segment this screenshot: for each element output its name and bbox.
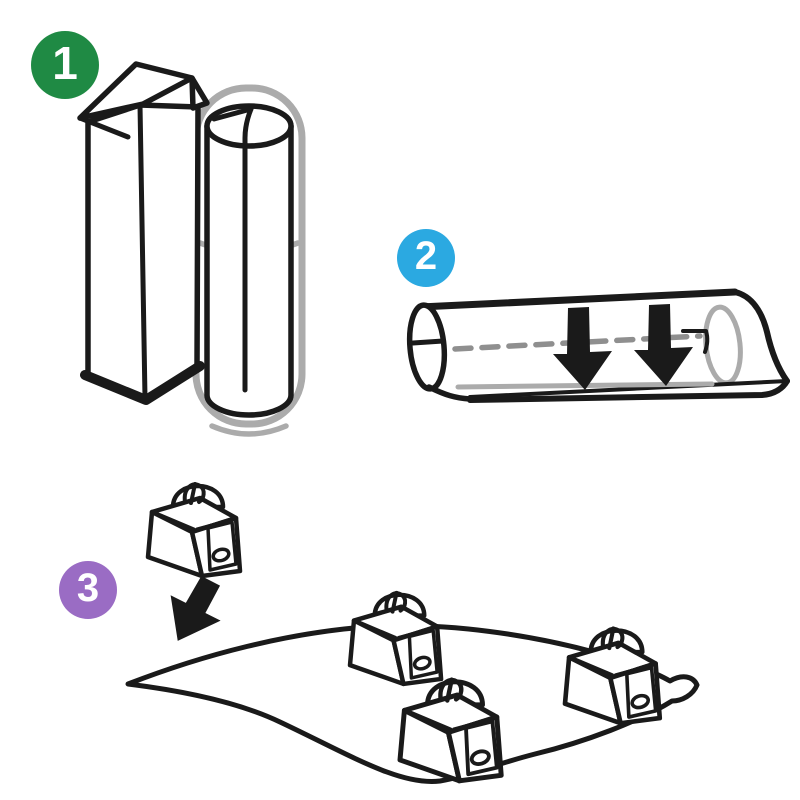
step-2-badge: 2 — [397, 229, 455, 287]
step-2-illustration — [406, 288, 790, 403]
horizontal-roll — [406, 288, 790, 403]
step-2-number: 2 — [414, 234, 438, 278]
anchor-weight-on-sheet — [350, 593, 441, 684]
step-3-illustration — [125, 455, 700, 785]
rolled-cover — [204, 103, 294, 418]
drop-arrow-icon — [152, 566, 236, 655]
carton-box — [77, 61, 210, 405]
step-3-badge: 3 — [59, 561, 117, 619]
anchor-weight-on-sheet — [565, 628, 660, 723]
step-3-number: 3 — [76, 566, 100, 610]
step-1-number: 1 — [52, 37, 78, 89]
press-down-arrow-icon — [634, 304, 693, 386]
anchor-weight-falling — [148, 484, 240, 576]
step-1-badge: 1 — [31, 31, 99, 99]
press-down-arrow-icon — [553, 307, 612, 390]
step-1-illustration — [77, 61, 306, 437]
